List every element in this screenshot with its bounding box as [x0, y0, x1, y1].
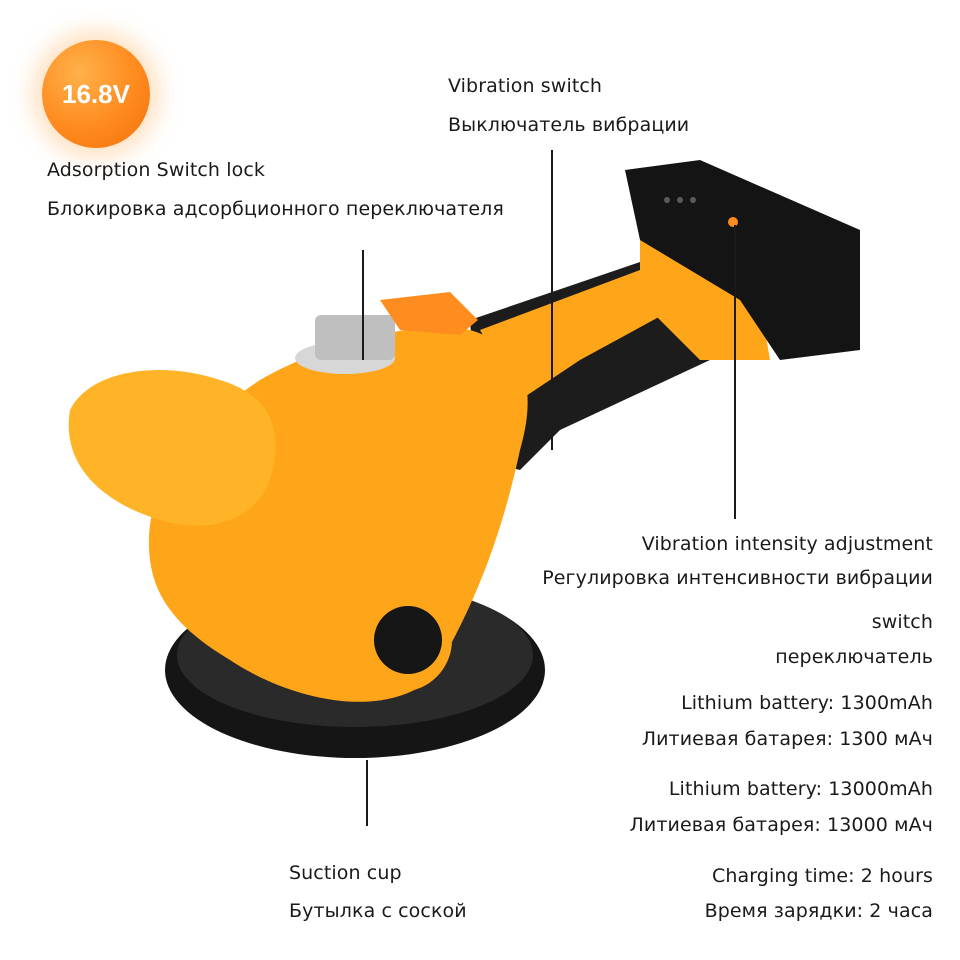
label-charging-en: Charging time: 2 hours: [711, 865, 933, 887]
label-intensity-en: Vibration intensity adjustment: [641, 533, 933, 555]
pointer-line-intensity: [734, 225, 736, 519]
pointer-line-vibration: [551, 150, 553, 450]
label-suction-en: Suction cup: [289, 862, 402, 884]
pointer-line-adsorption: [362, 250, 364, 360]
label-battery2-en: Lithium battery: 13000mAh: [668, 778, 933, 800]
chrome-lock: [315, 315, 395, 360]
voltage-badge: 16.8V: [42, 40, 150, 148]
label-adsorption-en: Adsorption Switch lock: [47, 159, 265, 181]
pointer-line-suction: [366, 760, 368, 826]
label-switch-en: switch: [871, 611, 933, 633]
label-switch-ru: переключатель: [775, 646, 933, 668]
label-battery1-en: Lithium battery: 1300mAh: [681, 692, 933, 714]
label-vibration-en: Vibration switch: [448, 75, 603, 97]
label-charging-ru: Время зарядки: 2 часа: [704, 900, 933, 922]
battery-pack: [640, 232, 770, 360]
label-battery2-ru: Литиевая батарея: 13000 мАч: [629, 814, 933, 836]
label-battery1-ru: Литиевая батарея: 1300 мАч: [641, 728, 933, 750]
label-suction-ru: Бутылка с соской: [289, 900, 467, 922]
battery-display-panel: [625, 160, 860, 360]
voltage-text: 16.8V: [62, 78, 130, 109]
orange-switch: [380, 292, 478, 335]
label-adsorption-ru: Блокировка адсорбционного переключателя: [47, 198, 504, 220]
label-intensity-ru: Регулировка интенсивности вибрации: [542, 567, 933, 589]
front-knob: [68, 370, 276, 526]
label-vibration-ru: Выключатель вибрации: [448, 114, 690, 136]
